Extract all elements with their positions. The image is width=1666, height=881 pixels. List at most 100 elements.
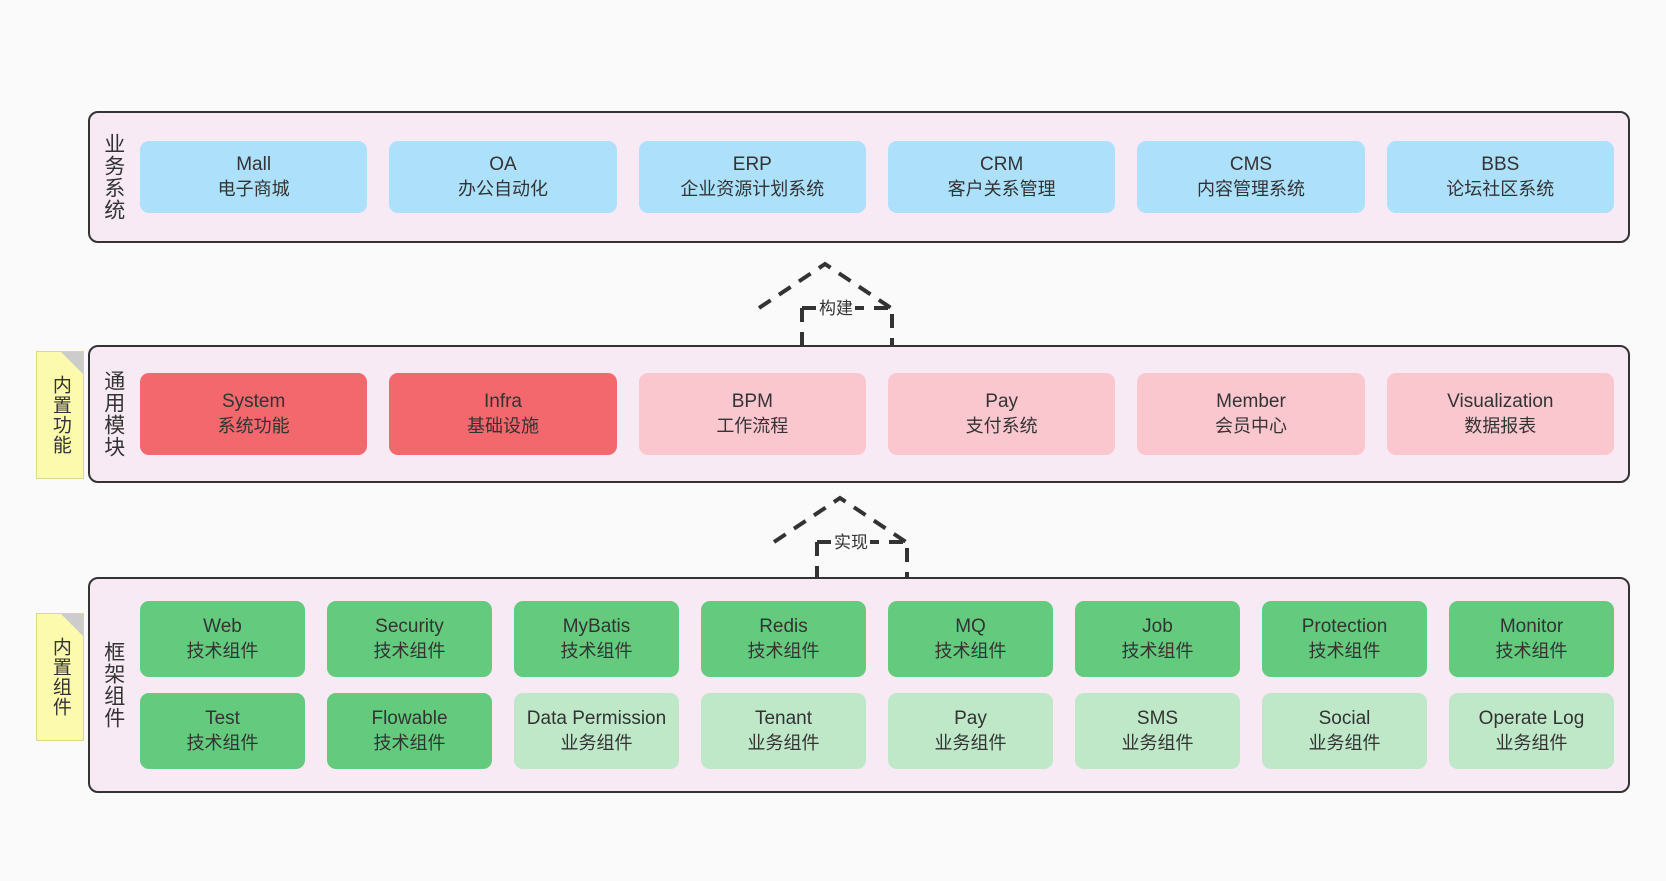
module-card-protection[interactable]: Protection 技术组件 [1262,601,1427,677]
module-subtitle: 业务组件 [1495,732,1568,753]
module-subtitle: 业务组件 [1121,732,1194,753]
module-name: OA [489,153,517,175]
module-name: Pay [954,707,987,729]
module-name: MQ [955,615,986,637]
module-card-data-permission[interactable]: Data Permission 业务组件 [514,693,679,769]
module-name: System [221,390,286,412]
module-name: Tenant [754,707,813,729]
module-subtitle: 电子商城 [217,178,290,199]
module-card-mybatis[interactable]: MyBatis 技术组件 [514,601,679,677]
module-card-pay-business[interactable]: Pay 业务组件 [888,693,1053,769]
module-name: Visualization [1447,390,1554,412]
layer-business-systems: 业务系统 Mall 电子商城 OA 办公自动化 ERP 企业资源计划系统 CRM… [88,111,1630,243]
module-card-flowable[interactable]: Flowable 技术组件 [327,693,492,769]
module-subtitle: 工作流程 [716,415,789,436]
module-name: Monitor [1499,615,1564,637]
module-name: Protection [1301,615,1388,637]
module-card-oa[interactable]: OA 办公自动化 [389,141,617,213]
layer-framework-components: 框架组件 Web 技术组件 Security 技术组件 MyBatis 技术组件… [88,577,1630,793]
module-subtitle: 技术组件 [1495,640,1568,661]
card-row: Test 技术组件 Flowable 技术组件 Data Permission … [140,693,1614,769]
module-name: Member [1216,390,1286,412]
module-subtitle: 业务组件 [1308,732,1381,753]
module-subtitle: 技术组件 [1121,640,1194,661]
module-subtitle: 数据报表 [1464,415,1537,436]
module-subtitle: 企业资源计划系统 [680,178,825,199]
module-subtitle: 系统功能 [217,415,290,436]
module-name: Job [1142,615,1173,637]
module-subtitle: 技术组件 [186,640,259,661]
module-name: Infra [483,390,522,412]
module-name: ERP [732,153,772,175]
module-name: Pay [985,390,1019,412]
layer-common-modules: 通用模块 System 系统功能 Infra 基础设施 BPM 工作流程 Pay… [88,345,1630,483]
card-row: System 系统功能 Infra 基础设施 BPM 工作流程 Pay 支付系统… [140,373,1614,455]
module-card-web[interactable]: Web 技术组件 [140,601,305,677]
module-name: CRM [980,153,1024,175]
connector-implement: 实现 [772,492,942,588]
module-name: SMS [1136,707,1179,729]
card-row: Mall 电子商城 OA 办公自动化 ERP 企业资源计划系统 CRM 客户关系… [140,141,1614,213]
module-card-tenant[interactable]: Tenant 业务组件 [701,693,866,769]
layer-body-common-modules: System 系统功能 Infra 基础设施 BPM 工作流程 Pay 支付系统… [136,347,1628,481]
module-card-system[interactable]: System 系统功能 [140,373,368,455]
module-subtitle: 会员中心 [1214,415,1287,436]
module-card-pay[interactable]: Pay 支付系统 [887,373,1116,455]
module-name: CMS [1229,153,1273,175]
module-subtitle: 技术组件 [373,732,446,753]
note-label: 内置功能 [49,375,71,455]
module-subtitle: 办公自动化 [457,178,548,199]
module-card-bbs[interactable]: BBS 论坛社区系统 [1386,141,1614,213]
module-name: Mall [236,153,272,175]
module-card-mq[interactable]: MQ 技术组件 [888,601,1053,677]
module-card-crm[interactable]: CRM 客户关系管理 [887,141,1116,213]
module-card-mall[interactable]: Mall 电子商城 [140,141,368,213]
module-subtitle: 内容管理系统 [1196,178,1305,199]
module-card-social[interactable]: Social 业务组件 [1262,693,1427,769]
module-subtitle: 技术组件 [186,732,259,753]
layer-body-business-systems: Mall 电子商城 OA 办公自动化 ERP 企业资源计划系统 CRM 客户关系… [136,113,1628,241]
note-label: 内置组件 [49,637,71,717]
module-subtitle: 客户关系管理 [947,178,1056,199]
module-name: Redis [759,615,808,637]
module-subtitle: 支付系统 [965,415,1038,436]
layer-title-business-systems: 业务系统 [101,133,125,221]
card-row: Web 技术组件 Security 技术组件 MyBatis 技术组件 Redi… [140,601,1614,677]
module-name: BPM [731,390,773,412]
module-card-job[interactable]: Job 技术组件 [1075,601,1240,677]
module-card-security[interactable]: Security 技术组件 [327,601,492,677]
layer-title-common-modules: 通用模块 [101,370,125,458]
module-card-erp[interactable]: ERP 企业资源计划系统 [638,141,866,213]
connector-label-implement: 实现 [832,528,870,553]
module-card-infra[interactable]: Infra 基础设施 [389,373,617,455]
module-card-operate-log[interactable]: Operate Log 业务组件 [1449,693,1614,769]
connector-label-build: 构建 [817,294,855,319]
module-card-cms[interactable]: CMS 内容管理系统 [1137,141,1365,213]
module-subtitle: 技术组件 [373,640,446,661]
module-name: Test [205,707,240,729]
module-name: Social [1318,707,1371,729]
layer-body-framework-components: Web 技术组件 Security 技术组件 MyBatis 技术组件 Redi… [136,579,1628,791]
note-builtin-component: 内置组件 [36,613,84,741]
connector-build: 构建 [757,258,927,354]
module-subtitle: 技术组件 [747,640,820,661]
module-name: Flowable [371,707,448,729]
module-name: Data Permission [526,707,667,729]
module-card-bpm[interactable]: BPM 工作流程 [638,373,866,455]
module-name: Web [203,615,242,637]
module-card-member[interactable]: Member 会员中心 [1137,373,1365,455]
note-builtin-function: 内置功能 [36,351,84,479]
module-subtitle: 基础设施 [466,415,539,436]
module-card-redis[interactable]: Redis 技术组件 [701,601,866,677]
module-card-visualization[interactable]: Visualization 数据报表 [1386,373,1614,455]
module-subtitle: 论坛社区系统 [1446,178,1555,199]
module-card-sms[interactable]: SMS 业务组件 [1075,693,1240,769]
module-subtitle: 业务组件 [560,732,633,753]
module-card-test[interactable]: Test 技术组件 [140,693,305,769]
module-name: MyBatis [562,615,631,637]
module-card-monitor[interactable]: Monitor 技术组件 [1449,601,1614,677]
module-name: BBS [1481,153,1520,175]
module-name: Operate Log [1478,707,1585,729]
module-subtitle: 业务组件 [934,732,1007,753]
